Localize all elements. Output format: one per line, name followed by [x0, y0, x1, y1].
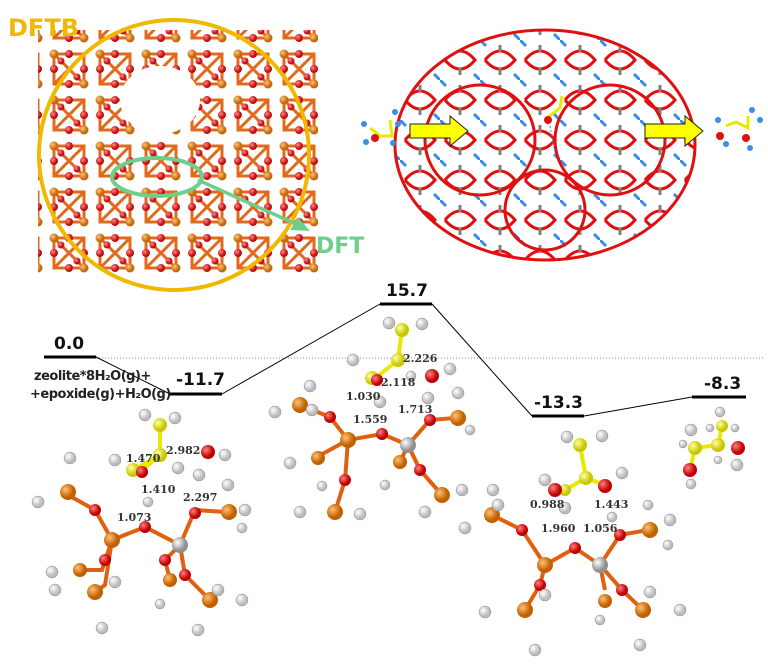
- energy-value-product-desorbed: -8.3: [704, 374, 742, 394]
- distance-label: 1.470: [126, 452, 161, 465]
- distance-label: 2.982: [166, 444, 201, 457]
- structure-product-adsorbed: [458, 429, 687, 657]
- reactant-label-line1: zeolite*8H₂O(g)+: [34, 369, 151, 384]
- energy-profile: [44, 302, 765, 418]
- energy-value-ts: 15.7: [386, 281, 428, 301]
- energy-value-adsorbed: -11.7: [176, 370, 225, 390]
- distance-label: 1.443: [594, 498, 629, 511]
- distance-label: 2.297: [183, 491, 218, 504]
- distance-label: 1.073: [117, 511, 152, 524]
- zeolite-pore-diagram: [361, 28, 763, 262]
- enter-arrow-icon: [409, 114, 469, 148]
- distance-label: 1.056: [583, 522, 618, 535]
- distance-label: 1.030: [346, 390, 381, 403]
- distance-label: 2.118: [381, 376, 416, 389]
- distance-label: 0.988: [530, 498, 565, 511]
- dft-region-ellipse: [110, 156, 204, 198]
- structure-product-desorbed: [678, 406, 745, 490]
- structure-adsorbed: [31, 408, 252, 637]
- connector-lines: [95, 303, 693, 417]
- distance-label: 1.713: [398, 403, 433, 416]
- energy-value-reactants: 0.0: [54, 334, 85, 354]
- distance-label: 2.226: [403, 352, 438, 365]
- distance-label: 1.960: [541, 522, 576, 535]
- reactant-label-line2: +epoxide(g)+H₂O(g): [30, 387, 171, 402]
- reactant-label: zeolite*8H₂O(g)+ +epoxide(g)+H₂O(g): [30, 368, 171, 404]
- distance-label: 1.410: [141, 483, 176, 496]
- energy-value-product-adsorbed: -13.3: [534, 393, 583, 413]
- dftb-region-label: DFTB: [8, 14, 79, 42]
- dft-arrow: [197, 178, 299, 227]
- epoxide-molecule: [361, 109, 401, 146]
- dft-region-label: DFT: [316, 234, 365, 259]
- zeolite-cluster-dftb: [37, 18, 318, 292]
- diol-molecule: [715, 107, 763, 151]
- exit-arrow-icon: [644, 114, 704, 148]
- dftb-region-circle: [37, 18, 311, 292]
- structure-ts: [268, 316, 476, 521]
- distance-label: 1.559: [353, 413, 388, 426]
